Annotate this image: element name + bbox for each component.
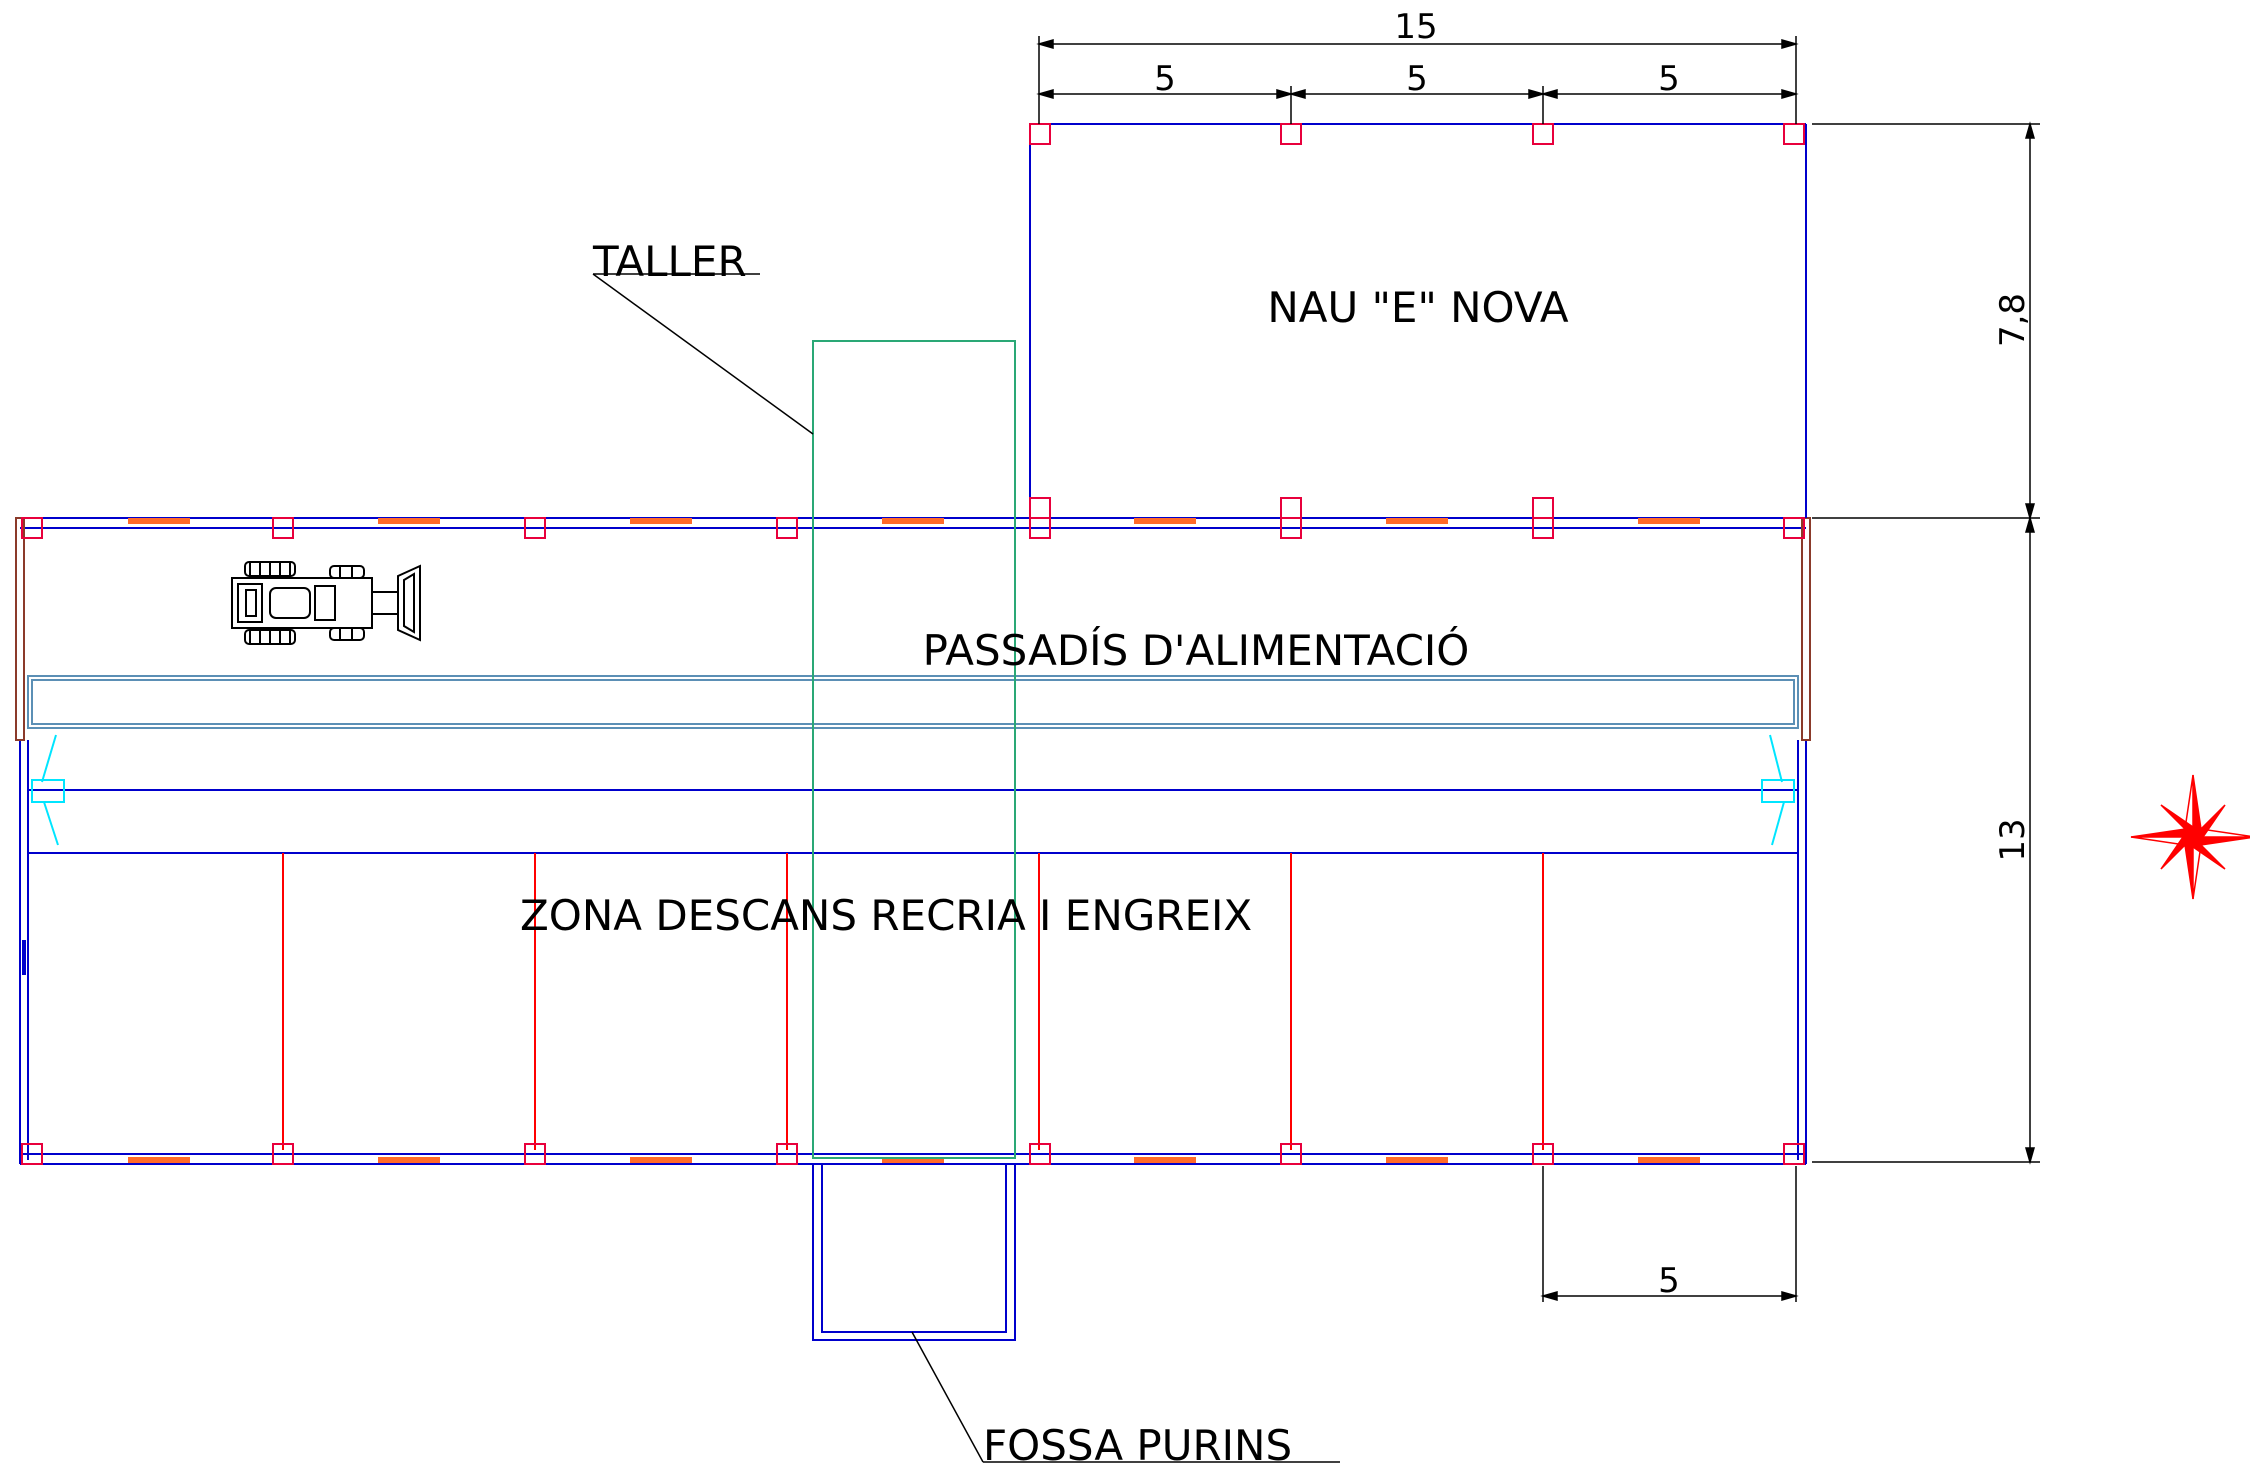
passadis-label: PASSADÍS D'ALIMENTACIÓ — [923, 625, 1470, 675]
pen-partitions — [282, 853, 1544, 1150]
dimension-top-total: 15 — [1394, 7, 1437, 47]
gates — [31, 734, 1795, 846]
feeding-trough — [27, 675, 1799, 729]
nau-e-building — [1029, 123, 1807, 518]
leader-lines — [592, 273, 1340, 1463]
dimension-lines — [1036, 36, 2040, 1302]
dimension-right-lower: 13 — [1993, 818, 2033, 861]
dimension-top-seg-2: 5 — [1406, 59, 1428, 99]
tractor-icon — [231, 561, 421, 645]
dimension-bottom-seg: 5 — [1658, 1261, 1680, 1301]
taller-outline — [812, 340, 1016, 1159]
dimension-right-upper: 7,8 — [1993, 293, 2033, 347]
nau-e-nova-label: NAU "E" NOVA — [1267, 283, 1569, 332]
dimension-top-seg-3: 5 — [1658, 59, 1680, 99]
fossa-purins-label: FOSSA PURINS — [983, 1421, 1292, 1466]
compass-rose-icon — [2130, 774, 2250, 900]
zona-descans-label: ZONA DESCANS RECRIA I ENGREIX — [520, 891, 1252, 940]
taller-label: TALLER — [592, 237, 747, 286]
wall-openings — [128, 518, 1700, 1163]
main-shed — [19, 517, 1807, 1165]
fossa-purins-outline — [812, 1163, 1016, 1341]
dimension-top-seg-1: 5 — [1154, 59, 1176, 99]
